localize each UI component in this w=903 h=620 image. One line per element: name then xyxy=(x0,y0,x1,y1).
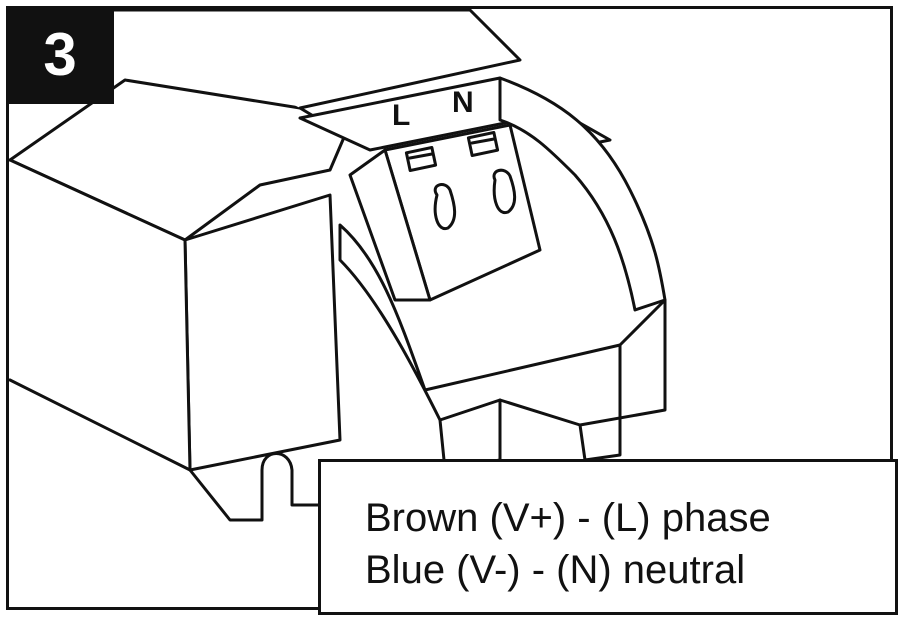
wiring-legend: Brown (V+) - (L) phase Blue (V-) - (N) n… xyxy=(318,459,898,615)
terminal-label-l: L xyxy=(392,99,410,132)
legend-line-phase: Brown (V+) - (L) phase xyxy=(365,496,771,540)
housing-top-face xyxy=(8,78,347,242)
step-number-badge: 3 xyxy=(6,6,114,104)
housing-upper-lid xyxy=(108,8,522,110)
terminal-cover-front xyxy=(338,223,667,427)
housing-left-face xyxy=(8,158,192,472)
legend-line-neutral: Blue (V-) - (N) neutral xyxy=(365,548,746,592)
housing-front-face xyxy=(183,193,342,472)
screw-terminal-block-icon xyxy=(348,123,542,302)
terminal-label-n: N xyxy=(452,86,474,119)
step-number: 3 xyxy=(43,21,77,88)
